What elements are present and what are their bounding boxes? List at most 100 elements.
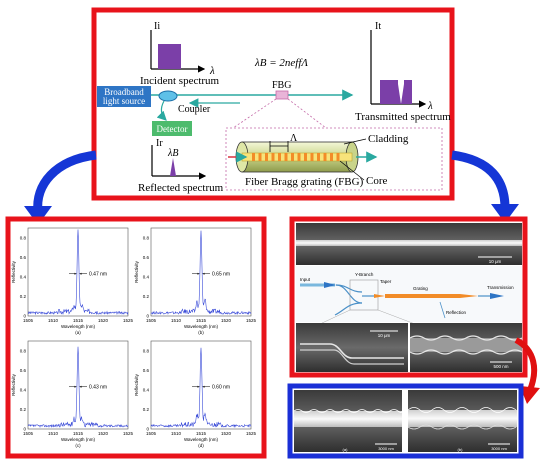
fbg-caption: Fiber Bragg grating (FBG): [245, 176, 364, 188]
source-label-1: Broadband: [104, 87, 144, 97]
plot-axes: [150, 227, 252, 317]
plot-axes: [27, 340, 129, 430]
x-tick-label: 1505: [23, 318, 34, 323]
taper-label: Taper: [380, 279, 392, 284]
x-tick-label: 1520: [98, 318, 109, 323]
x-tick-label: 1525: [246, 431, 257, 436]
x-tick-label: 1525: [246, 318, 257, 323]
red-curved-arrow: [514, 337, 538, 392]
y-tick-label: 0.8: [143, 348, 150, 353]
y-axis-label: Reflectivity: [134, 260, 139, 283]
incident-ylabel: Ii: [154, 21, 160, 32]
x-tick-label: 1515: [196, 318, 207, 323]
x-tick-label: 1505: [146, 431, 157, 436]
reflected-peak-label: λB: [167, 148, 178, 159]
red-arrow-head: [520, 386, 540, 404]
spectrum-line: [150, 347, 252, 428]
y-tick-label: 0.2: [143, 407, 150, 412]
x-tick-label: 1525: [123, 318, 134, 323]
x-tick-label: 1520: [98, 431, 109, 436]
x-tick-label: 1510: [48, 318, 59, 323]
sem-divider: [402, 390, 408, 452]
x-tick-label: 1515: [73, 318, 84, 323]
incident-caption: Incident spectrum: [140, 75, 220, 87]
fiber-cylinder: Λ: [228, 133, 378, 173]
scale-bottom-right: 500 nm: [493, 364, 508, 369]
right-arrow-head: [491, 204, 519, 223]
grating-tick: [278, 153, 281, 161]
fwhm-label: 0.47 nm: [89, 271, 107, 277]
x-axis-label: Wavelength (nm): [184, 437, 219, 442]
detector-box: [152, 121, 192, 136]
x-axis-label: Wavelength (nm): [184, 324, 219, 329]
sem-top-image: 10 μm: [296, 223, 522, 265]
y-axis-label: Reflectivity: [134, 373, 139, 396]
core-label: Core: [366, 175, 388, 187]
tag-sem-right: (b): [458, 447, 464, 452]
plot-axes: [27, 227, 129, 317]
transmitted-caption: Transmitted spectrum: [355, 111, 451, 123]
grating-tick: [265, 153, 268, 161]
coupler-to-detector-arrow: [156, 100, 167, 121]
y-tick-label: 0.4: [143, 387, 150, 392]
x-tick-label: 1510: [171, 318, 182, 323]
y-tick-label: 0.4: [20, 274, 27, 279]
y-tick-label: 0.6: [143, 255, 150, 260]
coupler-label: Coupler: [178, 104, 211, 115]
device-schematic: Input Y-Branch Taper Grating Transmissio…: [296, 266, 522, 325]
ybranch-label: Y-Branch: [355, 272, 374, 277]
incident-spectrum-block: [158, 44, 181, 69]
fwhm-arrowhead-right: [202, 272, 205, 275]
coupler-icon: [158, 90, 178, 102]
incident-xlabel: λ: [209, 65, 215, 77]
scale-sem-right: 3000 nm: [491, 446, 507, 451]
left-arrow-head: [24, 206, 52, 225]
incident-spectrum: Ii λ Incident spectrum: [140, 21, 220, 87]
spectrum-line: [150, 230, 252, 315]
fbg-label: FBG: [272, 80, 291, 91]
transmitted-ylabel: It: [375, 21, 381, 32]
fbg-marker: [275, 90, 289, 100]
x-tick-label: 1520: [221, 431, 232, 436]
y-tick-label: 0.6: [143, 368, 150, 373]
x-tick-label: 1515: [73, 431, 84, 436]
sem-grating-right: 3000 nm (b): [407, 390, 517, 452]
reflected-caption: Reflected spectrum: [138, 182, 224, 194]
y-tick-label: 0.2: [20, 294, 27, 299]
x-axis-label: Wavelength (nm): [61, 437, 96, 442]
transmitted-xlabel: λ: [427, 100, 433, 112]
panel-tag: (d): [198, 443, 204, 448]
grating-period-label: Λ: [290, 133, 298, 144]
panel-tag: (a): [75, 330, 81, 335]
plot-axes: [150, 340, 252, 430]
y-tick-label: 0: [23, 314, 26, 319]
fwhm-label: 0.43 nm: [89, 384, 107, 390]
x-tick-label: 1505: [23, 431, 34, 436]
y-tick-label: 0.2: [143, 294, 150, 299]
spectrum-line: [27, 346, 129, 428]
grating-tick: [258, 153, 262, 161]
fwhm-arrowhead-left: [74, 272, 77, 275]
transmitted-spectrum: It λ Transmitted spectrum: [355, 21, 451, 123]
bragg-formula: λB = 2neffΛ: [254, 57, 308, 69]
x-tick-label: 1515: [196, 431, 207, 436]
grating-ticks: [252, 153, 340, 161]
source-label-2: light source: [103, 96, 145, 106]
panel-tag: (b): [198, 330, 204, 335]
fwhm-arrowhead-left: [74, 385, 77, 388]
broadband-source-box: [97, 86, 151, 107]
grating-tick: [271, 153, 275, 161]
cladding-pointer: [343, 138, 367, 145]
transmitted-spectrum-shape: [380, 80, 412, 104]
reflection-label: Reflection: [446, 310, 467, 315]
sem-grating-left: 3000 nm (a): [293, 390, 403, 452]
fwhm-label: 0.60 nm: [212, 384, 230, 390]
grating-tick: [330, 153, 333, 161]
grating-tick: [297, 153, 301, 161]
y-tick-label: 0: [146, 314, 149, 319]
grating-tick: [336, 153, 340, 161]
